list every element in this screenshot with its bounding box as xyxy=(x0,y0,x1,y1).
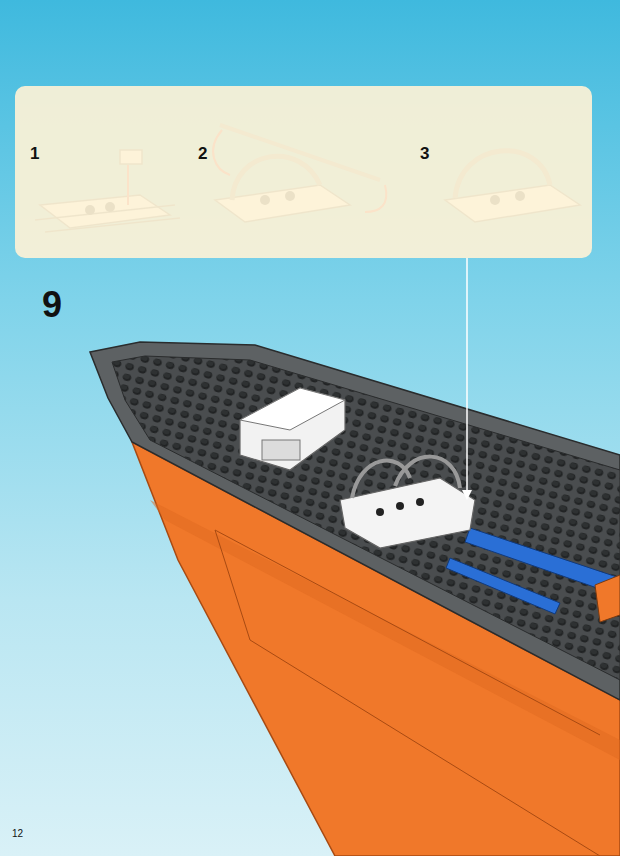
substep-number: 3 xyxy=(420,144,429,164)
substep-number: 2 xyxy=(198,144,207,164)
step-number: 9 xyxy=(42,284,62,326)
substep-number: 1 xyxy=(30,144,39,164)
callout-panel: 1 2 3 xyxy=(15,86,592,258)
page-number: 12 xyxy=(12,828,23,839)
